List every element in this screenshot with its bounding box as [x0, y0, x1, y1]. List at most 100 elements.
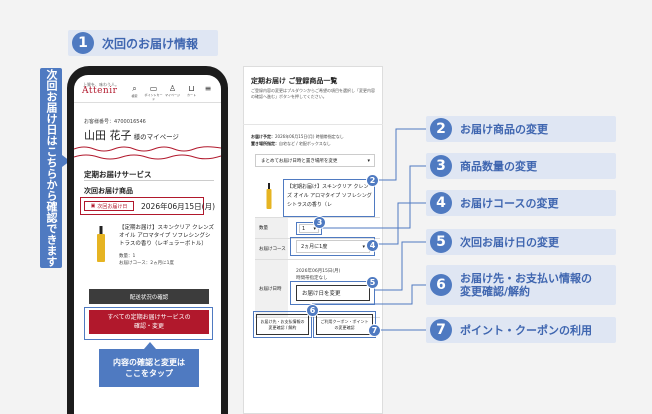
next-product-title: 次回お届け商品 [84, 187, 133, 195]
step-number-2: 2 [430, 118, 452, 140]
info1-label: お届け予定： [251, 134, 275, 139]
phone-notch [118, 66, 176, 75]
user-name-text: 山田 花子 [84, 129, 132, 142]
address-payment-highlight [253, 311, 312, 338]
panel-intro: ご登録内容の変更はプルダウンからご希望の項目を選択し「変更内容の確認へ進む」ボタ… [251, 88, 375, 99]
info2-label: 置き場所指定： [251, 141, 279, 146]
product-meta: 数量：1 お届けコース：2ヵ月に1度 [119, 253, 174, 267]
marker-5: 5 [366, 276, 379, 289]
card-icon: ▭ [149, 84, 158, 93]
panel-product-image [266, 183, 272, 209]
nav-mypage[interactable]: ♙ マイページ [164, 84, 181, 101]
course-label: お届けコース [255, 239, 288, 259]
nav-point-card[interactable]: ▭ ポイントカード [144, 84, 163, 101]
step-4-label: お届けコースの変更 [460, 196, 559, 210]
step-number-7: 7 [430, 319, 452, 341]
step-number-6: 6 [430, 274, 452, 296]
marker-2: 2 [366, 174, 379, 187]
info2-value: 自宅など / 宅配ボックスなし [279, 141, 331, 146]
shipping-status-button[interactable]: 配送状況の確認 [89, 289, 209, 304]
next-date-value: 2026年06月15日(月) [141, 202, 216, 211]
step-1-header: 1 次回のお届け情報 [68, 30, 218, 56]
bulk-change-value: まとめてお届け日時と置き場所を変更 [261, 158, 338, 164]
step-number-4: 4 [430, 192, 452, 214]
date-label: お届け日時 [255, 260, 288, 317]
header-divider [74, 102, 221, 103]
step-number-3: 3 [430, 155, 452, 177]
step-2-label: お届け商品の変更 [460, 122, 548, 136]
address-payment-button[interactable]: お届け先・お支払情報の変更確認 / 解約 [256, 314, 309, 335]
current-date-info: 2026年06月15日(月) 時間帯指定なし [296, 268, 340, 282]
service-divider [84, 180, 214, 181]
nav-label: ポイントカード [144, 93, 163, 101]
coupon-point-line2: の変更確認 [334, 324, 355, 330]
user-name-suffix: 様のマイページ [131, 133, 179, 141]
search-icon: ⌕ [132, 84, 137, 93]
step-number-1: 1 [72, 32, 94, 54]
chevron-down-icon: ▾ [362, 243, 365, 250]
brand-tagline: 上質を、味わう人。 [83, 82, 119, 87]
next-date-badge-label: 次回お届け日 [97, 203, 128, 210]
product-quantity: 数量：1 [119, 254, 136, 259]
coupon-point-line1: ご利用クーポン・ポイント [320, 318, 369, 324]
product-image[interactable] [96, 226, 106, 262]
marker-3: 3 [313, 216, 326, 229]
bulk-change-select[interactable]: まとめてお届け日時と置き場所を変更 ▾ [255, 154, 375, 167]
person-icon: ♙ [168, 84, 177, 93]
marker-6: 6 [306, 304, 319, 317]
step-5-label: 次回お届け日の変更 [460, 235, 559, 249]
delivery-info: お届け予定：2026年06月15日(月) 時間帯指定なし 置き場所指定：自宅など… [251, 133, 344, 147]
user-name: 山田 花子 様のマイページ [84, 127, 179, 143]
quantity-value: 1 [302, 225, 306, 232]
nav-label: カート [186, 93, 196, 97]
address-payment-line1: お届け先・お支払情報の [260, 318, 305, 324]
step-6-label: お届け先・お支払い情報の変更確認/解約 [460, 272, 592, 298]
menu-icon: ≡ [204, 84, 212, 93]
marker-7: 7 [368, 324, 381, 337]
header-nav: ⌕ 検索 ▭ ポイントカード ♙ マイページ ⊔ カート ≡ [126, 84, 214, 101]
step-6-label-line1: お届け先・お支払い情報の [460, 272, 592, 285]
next-date-badge: ▣次回お届け日 [84, 201, 134, 211]
date-info-line1: 2026年06月15日(月) [296, 269, 341, 274]
marker-4: 4 [366, 239, 379, 252]
nav-label: マイページ [165, 93, 180, 97]
next-delivery-hint-tag: 次回お届け日はこちらから確認できます [40, 68, 62, 268]
step-7-label-box: 7 ポイント・クーポンの利用 [426, 317, 616, 343]
callout-arrow [144, 342, 156, 349]
info1-value: 2026年06月15日(月) 時間帯指定なし [275, 134, 344, 139]
step-1-label: 次回のお届け情報 [102, 36, 199, 51]
address-payment-line2: 変更確認 / 解約 [268, 324, 297, 330]
table-row: 数量 [255, 218, 380, 239]
step-number-5: 5 [430, 231, 452, 253]
qty-label: 数量 [255, 218, 288, 238]
step-3-label: 商品数量の変更 [460, 159, 537, 173]
nav-cart[interactable]: ⊔ カート [183, 84, 200, 101]
subscription-detail-table: 数量 お届けコース お届け日時 [255, 217, 380, 318]
step-6-label-box: 6 お届け先・お支払い情報の変更確認/解約 [426, 265, 616, 305]
step-2-label-box: 2 お届け商品の変更 [426, 116, 616, 142]
nav-search[interactable]: ⌕ 検索 [126, 84, 143, 101]
brand-logo[interactable]: Attenir [82, 86, 118, 96]
callout-line2: ここをタップ [125, 369, 173, 378]
product-change-highlight [283, 179, 375, 217]
panel-product-name[interactable]: 【定期お届け】スキンクリア クレンズ オイル アロマタイプ ソフレシングシトラス… [287, 184, 372, 208]
date-info-line2: 時間帯指定なし [296, 276, 328, 281]
step-3-label-box: 3 商品数量の変更 [426, 153, 616, 179]
chevron-down-icon: ▾ [367, 157, 370, 164]
all-services-line2: 確認・変更 [133, 323, 164, 330]
all-services-button[interactable]: すべての定期お届けサービスの確認・変更 [89, 310, 209, 334]
table-row: お届けコース [255, 239, 380, 260]
service-title: 定期お届けサービス [84, 170, 152, 179]
step-6-label-line2: 変更確認/解約 [460, 285, 531, 298]
member-number: お客様番号：4700016546 [84, 119, 146, 125]
torn-edge-decoration [74, 146, 221, 160]
table-row: お届け日時 [255, 260, 380, 318]
product-course: お届けコース：2ヵ月に1度 [119, 261, 175, 266]
change-date-button[interactable]: お届け日を変更 [296, 285, 370, 301]
all-services-line1: すべての定期お届けサービスの [107, 314, 191, 321]
step-5-label-box: 5 次回お届け日の変更 [426, 229, 616, 255]
panel-title: 定期お届け ご登録商品一覧 [251, 77, 338, 85]
nav-menu[interactable]: ≡ [202, 84, 214, 101]
callout-line1: 内容の確認と変更は [113, 358, 185, 367]
